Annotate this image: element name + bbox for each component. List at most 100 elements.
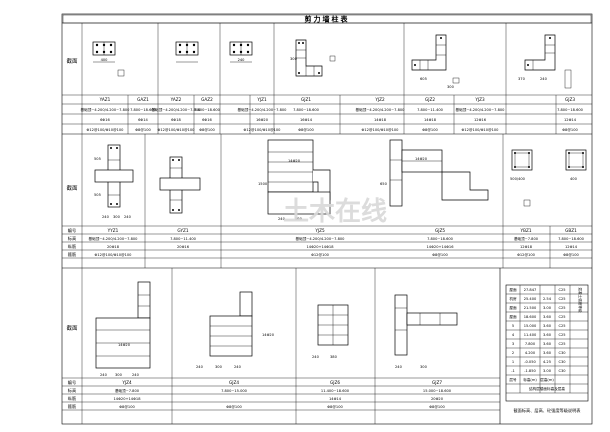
row2-name-4: YBZ1 — [520, 228, 532, 233]
row1-name-9: GJZ3 — [565, 97, 575, 102]
dim-505a: 505 — [94, 157, 101, 161]
legend-h-4: 3.60 — [543, 324, 552, 328]
row3-stir-1: Φ8@100 — [226, 405, 242, 409]
legend-floor-0: 屋面 — [509, 287, 517, 292]
row3-label-stir: 箍筋 — [68, 403, 76, 410]
dim-1500: 1500 — [258, 182, 268, 186]
section-gyz1 — [159, 156, 201, 214]
row1-stir-8: Φ12@100/Φ10@100 — [462, 128, 500, 132]
row1-stir-6: Φ12@100/Φ10@100 — [362, 128, 400, 132]
row2-stir-0: Φ12@100/Φ10@100 — [95, 253, 133, 257]
row2-long-4: 12Φ18 — [520, 245, 533, 249]
row1-long-6: 14Φ18 — [374, 118, 387, 122]
row2-long-2: 14Φ20+14Φ18 — [307, 245, 335, 249]
legend-elev-2: 21.500 — [524, 306, 537, 310]
legend-c-3: C25 — [558, 315, 565, 319]
dim-400: 400 — [101, 58, 109, 62]
row1-elev-7: 7.800~11.400 — [417, 108, 444, 112]
row1-elev-4: 基础顶~4.200/4.200~7.800 — [238, 107, 288, 112]
table-frame — [61, 13, 593, 425]
row1-long-8: 12Φ16 — [474, 118, 487, 122]
legend-h-3: 3.60 — [543, 315, 552, 319]
dim-500-400: 500/400 — [510, 177, 526, 181]
legend-floor-10: 层号 — [509, 377, 517, 382]
legend-elev-6: 7.800 — [525, 342, 536, 346]
dim-14phi20b: 14Φ20 — [415, 157, 428, 161]
row3-stir-2: Φ8@100 — [327, 405, 343, 409]
row1-stir-7: Φ8@100 — [422, 128, 438, 132]
legend-elev-9: -1.850 — [524, 369, 536, 373]
row2-long-3: 14Φ20+14Φ16 — [427, 245, 455, 249]
row2-label-stir: 箍筋 — [68, 251, 76, 258]
row1-name-6: YJZ2 — [374, 97, 385, 102]
row1-elev-8: 基础顶~4.200/4.200~7.800 — [456, 107, 506, 112]
row1-section-label: 截面 — [66, 57, 78, 65]
legend-floor-1: 机房 — [509, 296, 517, 301]
section-yaz1: 400 — [92, 41, 125, 77]
legend-floor-9: -1 — [511, 369, 515, 373]
legend-h-2: 3.00 — [543, 306, 552, 310]
legend-floor-2: 屋面 — [509, 305, 517, 310]
legend-elev-7: 4.200 — [525, 351, 536, 355]
row2-name-1: GYZ1 — [177, 228, 188, 233]
row2-section-label: 截面 — [66, 184, 78, 192]
legend-h-5: 3.60 — [543, 333, 552, 337]
row3-name-1: GJZ4 — [229, 380, 239, 385]
row2-name-0: YYZ1 — [107, 228, 119, 233]
row3-label-long: 纵筋 — [68, 395, 76, 402]
section-gjz5: 14Φ20 650 — [380, 139, 489, 207]
legend-header-concrete: 混凝土强度等级 — [578, 287, 583, 313]
row2-label-number: 编号 — [68, 227, 76, 234]
legend-floor-8: 1 — [512, 360, 514, 364]
row1-long-4: 16Φ20 — [256, 118, 269, 122]
legend-elev-10: 标高(m) — [523, 377, 537, 382]
row2-stir-4: Φ12@100 — [517, 253, 536, 257]
dim-240f: 240 — [100, 373, 108, 377]
legend-caption2: 截面标高、层高、砼强度等级说明表 — [513, 407, 581, 414]
row2-label-long: 纵筋 — [68, 243, 76, 250]
legend-elev-3: 18.600 — [524, 315, 537, 319]
row1-name-4: YJZ1 — [256, 97, 267, 102]
section-gjz4: 14Φ20 240 300 240 — [196, 291, 275, 369]
legend-c-0: C25 — [558, 288, 565, 292]
row1-long-1: 6Φ14 — [138, 118, 148, 122]
dim-370: 370 — [518, 77, 526, 81]
legend-floor-4: 5 — [512, 324, 514, 328]
floor-legend-table: 屋面 27.847 C25 机房 25.400 2.54 C25 屋面 21.5… — [505, 284, 589, 414]
section-yjz1: 300 — [290, 39, 336, 77]
row2-elev-0: 基础顶~4.200/4.200~7.800 — [89, 236, 139, 241]
row1-elev-2: 基础顶~4.200/4.200~7.800 — [152, 107, 202, 112]
row1-long-7: 14Φ18 — [424, 118, 437, 122]
row1-stir-4: Φ12@100/Φ10@100 — [244, 128, 282, 132]
section-ybz1: 500/400 — [510, 149, 533, 207]
legend-elev-1: 25.400 — [524, 297, 537, 301]
dim-14phi20d: 14Φ20 — [262, 333, 275, 337]
section-yjz2: 605 300 — [411, 34, 460, 89]
row1-long-0: 6Φ16 — [100, 118, 110, 122]
section-gjz7: 240 300 — [394, 294, 458, 369]
legend-floor-6: 3 — [512, 342, 514, 346]
row1-labels: YAZ1 GAZ1 YAZ2 GAZ2 YJZ1 GJZ1 YJZ2 GJZ2 … — [81, 97, 584, 132]
row3-name-2: GJZ6 — [330, 380, 340, 385]
dim-380: 380 — [330, 355, 338, 359]
legend-elev-0: 27.847 — [524, 288, 537, 292]
dim-240d: 240 — [124, 215, 132, 219]
dim-14phi20c: 14Φ20 — [118, 343, 131, 347]
row1-long-3: 6Φ16 — [202, 118, 212, 122]
legend-c-8: C30 — [558, 360, 566, 364]
legend-caption: 结构层楼面标高及层高 — [529, 386, 565, 391]
row3-long-3: 20Φ20 — [431, 397, 444, 401]
row1-stir-9: Φ8@100 — [562, 128, 578, 132]
row2-label-elev: 标高 — [68, 235, 76, 242]
row1-long-9: 12Φ14 — [564, 118, 577, 122]
row1-name-1: GAZ1 — [137, 97, 149, 102]
legend-c-5: C25 — [558, 333, 565, 337]
row2-long-0: 20Φ18 — [107, 245, 120, 249]
row3-name-0: YJZ4 — [121, 380, 132, 385]
dim-14phi20a: 14Φ20 — [288, 159, 301, 163]
row3-section-drawings: 14Φ20 240 300 240 14Φ20 240 300 240 240 … — [95, 281, 458, 377]
dim-300e: 300 — [215, 365, 223, 369]
row1-elev-9: 7.800~18.600 — [557, 108, 584, 112]
row1-elev-5: 7.800~18.600 — [293, 108, 320, 112]
row1-elev-3: 7.800~18.600 — [194, 108, 221, 112]
